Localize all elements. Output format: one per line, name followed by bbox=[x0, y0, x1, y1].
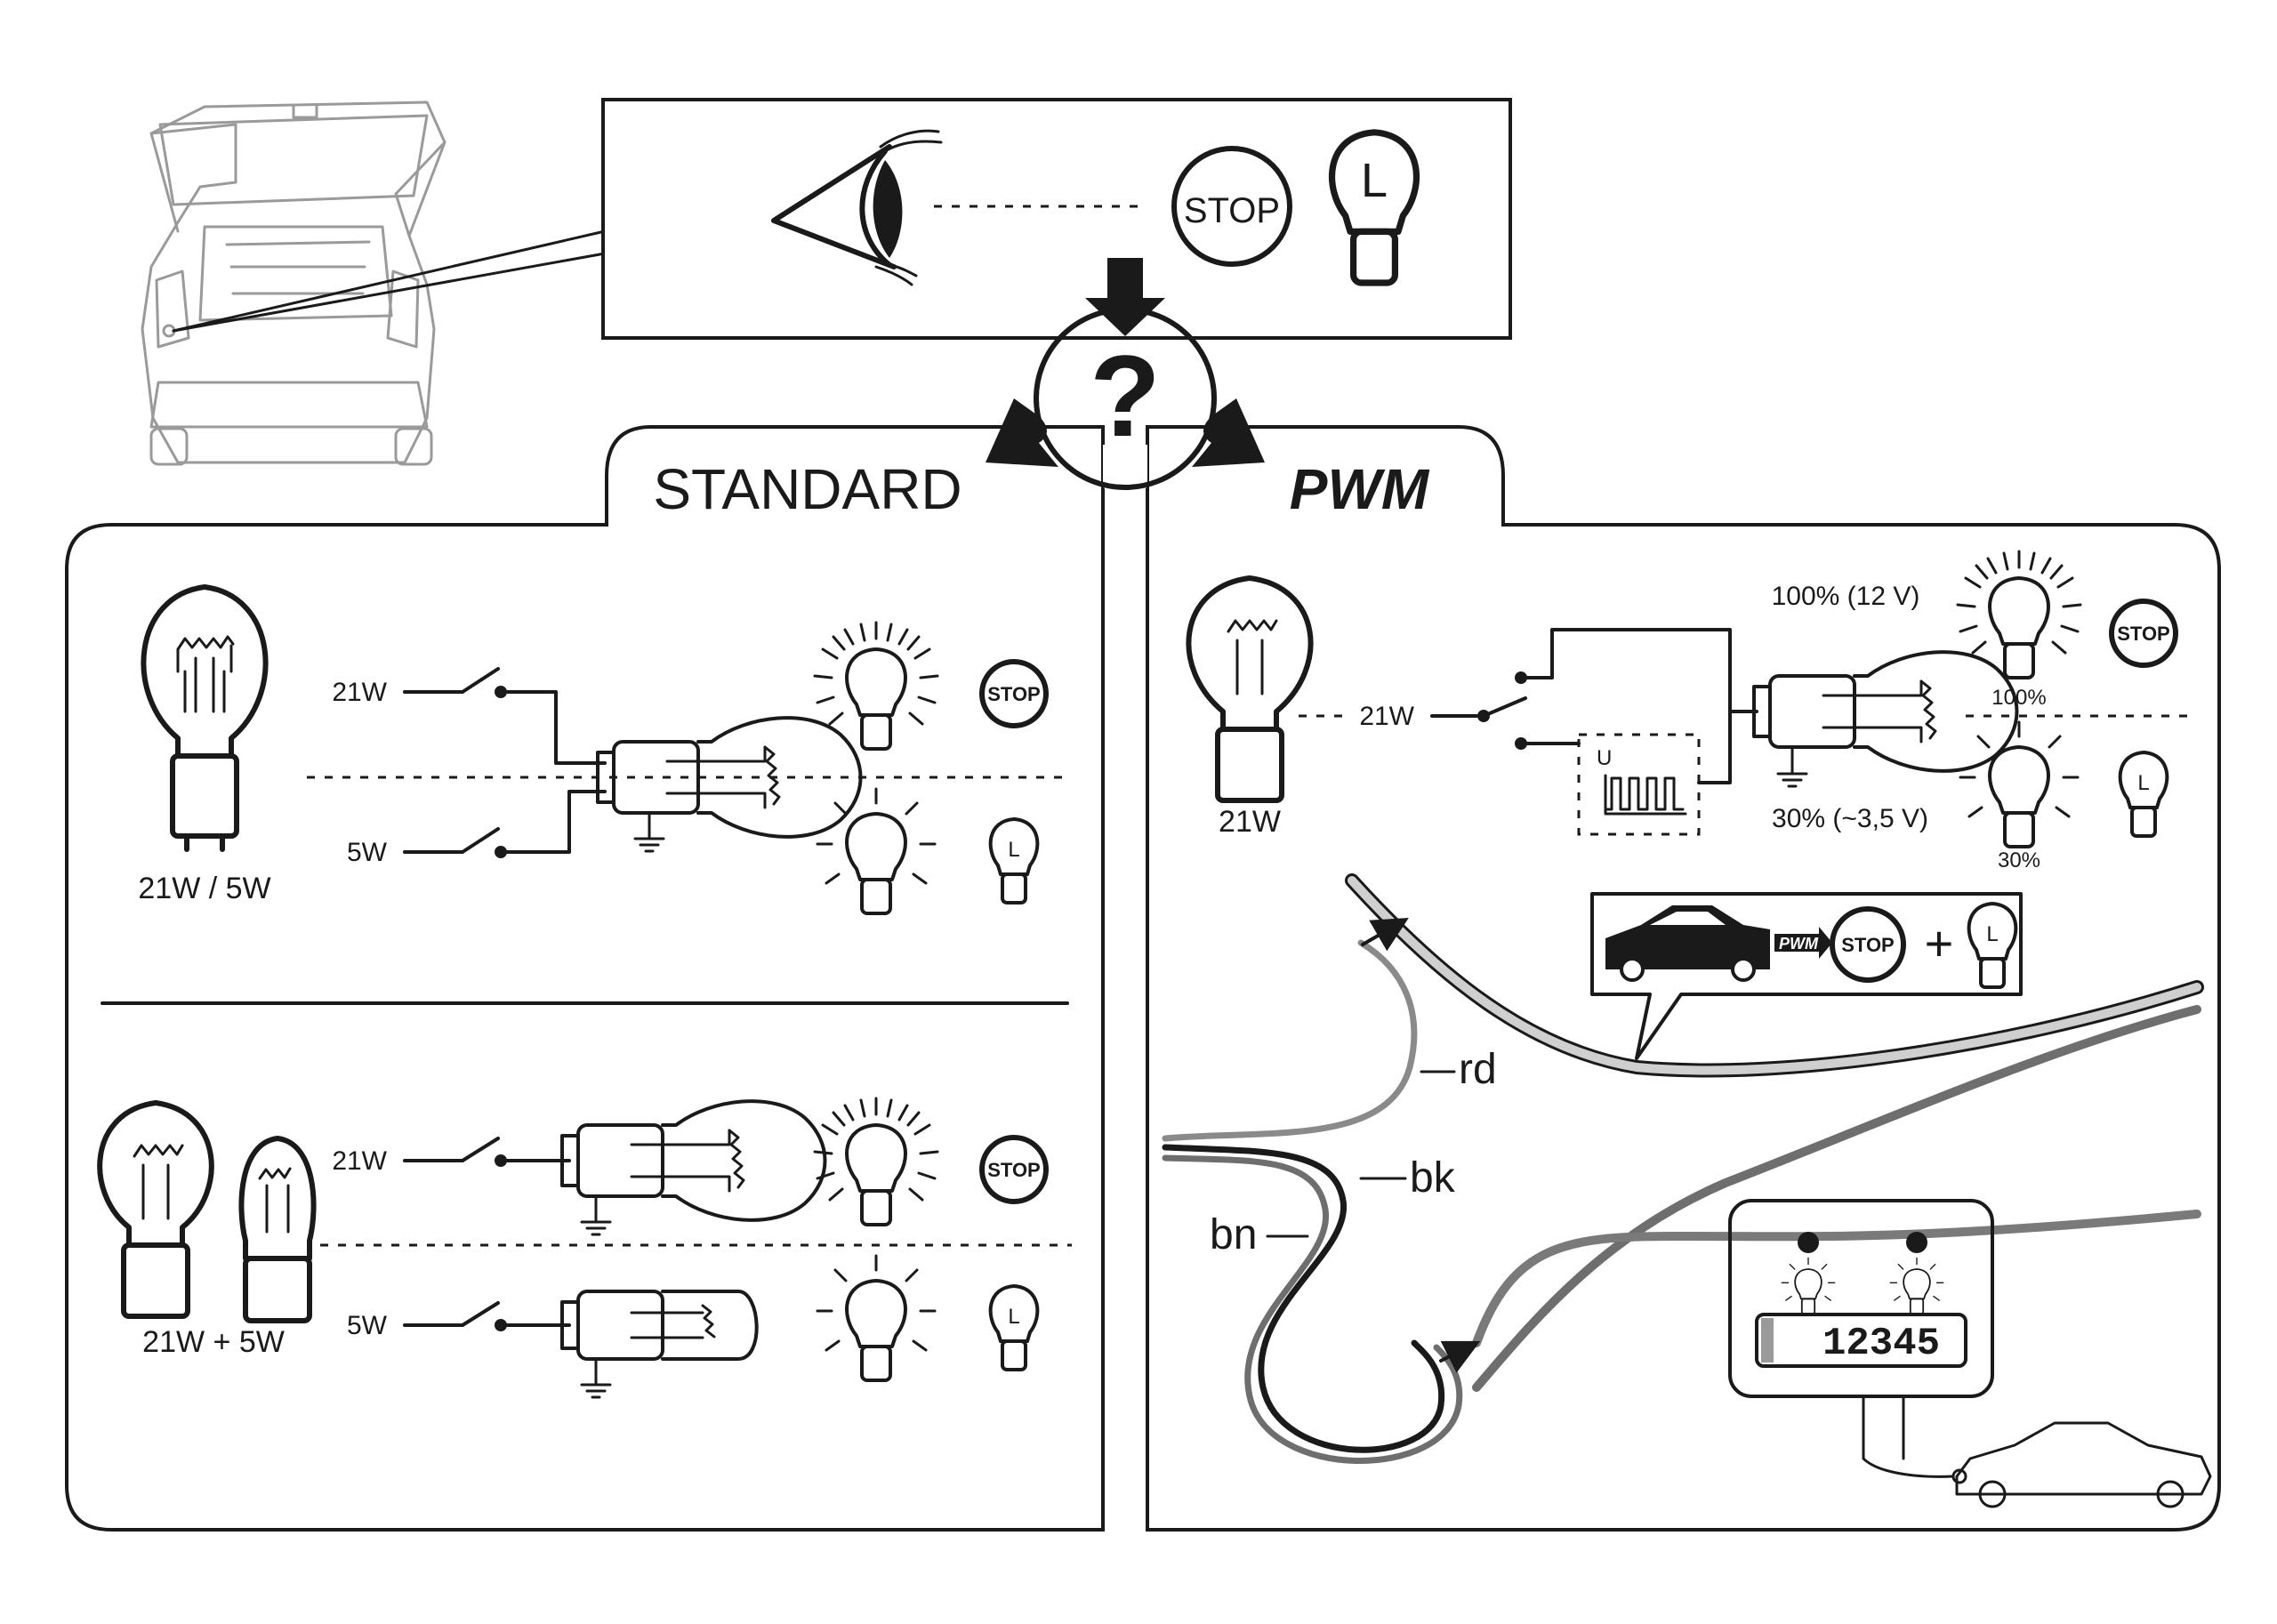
switch-21w-label-2: 21W bbox=[332, 1146, 387, 1176]
dim-percent-label: 30% bbox=[1998, 848, 2040, 872]
bulb-21w-icon bbox=[97, 1100, 214, 1319]
pwm-signal-u-label: U bbox=[1597, 746, 1612, 770]
bulb-5w-icon bbox=[238, 1136, 317, 1323]
pwm-title: PWM bbox=[1290, 457, 1430, 521]
license-plate-number: 12345 bbox=[1822, 1322, 1940, 1366]
l-bulb-label: L bbox=[1361, 154, 1388, 207]
pwm-l-bulb-icon: L bbox=[2118, 751, 2169, 838]
question-mark: ? bbox=[1090, 331, 1160, 461]
bright-percent-label: 100% bbox=[1991, 686, 2046, 710]
single-bulb-label: 21W / 5W bbox=[138, 872, 270, 905]
right-arrow-icon bbox=[1192, 398, 1265, 467]
stop-icon: STOP bbox=[1171, 146, 1292, 267]
double-bulb-label: 21W + 5W bbox=[142, 1325, 285, 1359]
standard-circuit-2 bbox=[320, 1099, 1072, 1399]
car-side-outline bbox=[1862, 1421, 2212, 1508]
standard-title: STANDARD bbox=[653, 457, 961, 521]
car-rear-view bbox=[141, 100, 447, 466]
pwm-stop-label: STOP bbox=[2117, 623, 2170, 645]
standard-circuit-1 bbox=[307, 667, 1072, 858]
callout-plus: + bbox=[1925, 915, 1954, 971]
stop-icon-label: STOP bbox=[1184, 191, 1280, 230]
pwm-circuit: U bbox=[1430, 628, 2188, 836]
license-plate bbox=[1755, 1313, 1967, 1368]
pwm-dim-label: 30% (~3,5 V) bbox=[1772, 804, 1928, 833]
l-bulb-icon: L bbox=[1332, 133, 1417, 283]
switch-5w-label: 5W bbox=[347, 838, 388, 867]
top-check-box: STOP L bbox=[601, 98, 1512, 340]
pwm-panel: PWM 21W 21W U 100% (12 V) bbox=[1146, 425, 2221, 1532]
l-bulb-label-2: L bbox=[1008, 1305, 1019, 1329]
question-decision: ? bbox=[986, 258, 1265, 1532]
wire-brown-label: bn bbox=[1210, 1211, 1257, 1258]
eye-icon bbox=[771, 129, 943, 286]
pwm-badge-label: PWM bbox=[1779, 935, 1819, 953]
pwm-stop-icon: STOP bbox=[2109, 599, 2178, 668]
pwm-bulb-label: 21W bbox=[1219, 805, 1281, 839]
stop-icon-label: STOP bbox=[987, 683, 1041, 705]
callout-stop-label: STOP bbox=[1841, 934, 1895, 956]
car-side-icon bbox=[1605, 905, 1770, 982]
bulb-21w-5w-icon bbox=[141, 584, 269, 852]
pwm-switch-21w-label: 21W bbox=[1359, 702, 1414, 731]
wire-red-label: rd bbox=[1459, 1046, 1497, 1093]
l-bulb-label: L bbox=[1008, 838, 1019, 862]
license-plate-box: 12345 bbox=[1728, 1199, 1994, 1460]
l-bulb-icon-2: L bbox=[988, 1284, 1040, 1371]
pwm-callout-box: PWM STOP + L bbox=[1590, 892, 2023, 1060]
l-bulb-icon: L bbox=[988, 817, 1040, 904]
standard-panel: STANDARD 21W / 5W 21W 5W bbox=[65, 425, 1105, 1532]
wire-harness bbox=[1162, 873, 2204, 1464]
callout-l-bulb-label: L bbox=[1986, 922, 1998, 946]
pwm-l-bulb-label: L bbox=[2137, 771, 2149, 795]
wire-black-label: bk bbox=[1410, 1154, 1456, 1202]
down-arrow-icon bbox=[1085, 258, 1165, 336]
callout-lines bbox=[172, 229, 607, 333]
callout-l-bulb-icon: L bbox=[1967, 902, 2018, 989]
switch-5w-label-2: 5W bbox=[347, 1311, 388, 1340]
switch-21w-label: 21W bbox=[332, 678, 387, 707]
pwm-full-label: 100% (12 V) bbox=[1772, 582, 1920, 611]
callout-stop-icon bbox=[1830, 906, 1906, 983]
pwm-bulb-21w-icon bbox=[1186, 575, 1314, 803]
stop-icon-label-2: STOP bbox=[987, 1159, 1041, 1181]
left-arrow-icon bbox=[986, 398, 1058, 467]
stop-icon: STOP bbox=[979, 659, 1049, 728]
pwm-badge: PWM bbox=[1774, 927, 1832, 959]
stop-icon-2: STOP bbox=[979, 1135, 1049, 1204]
